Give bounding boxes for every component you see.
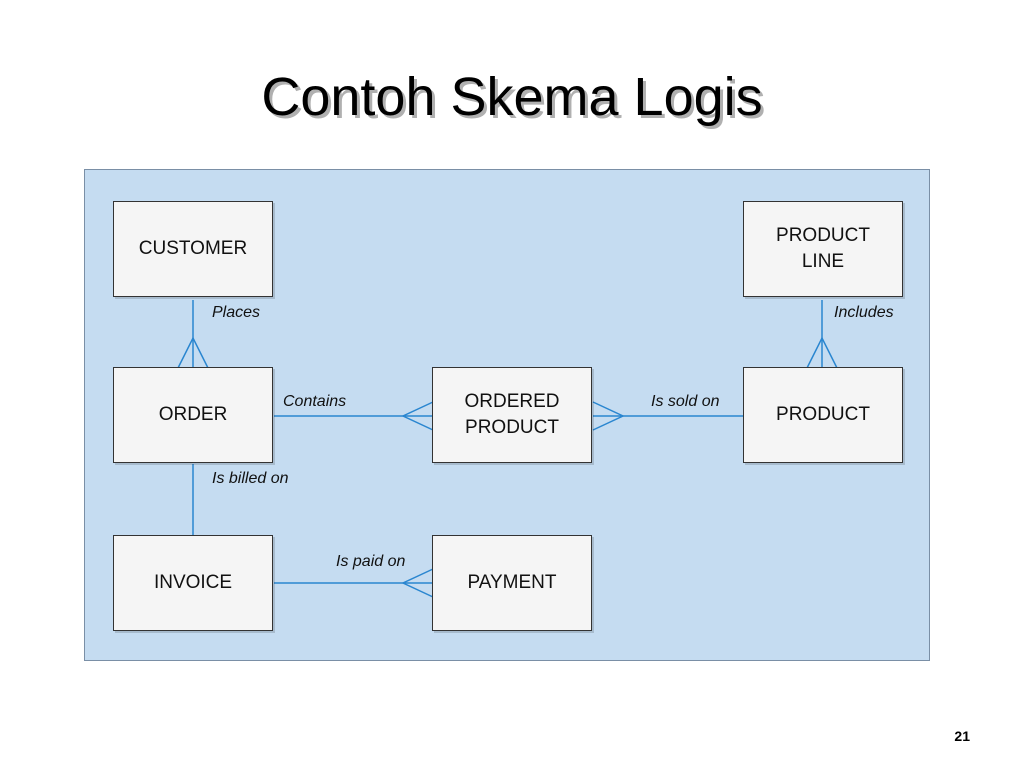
relationship-label-is-sold-on: Is sold on xyxy=(651,393,720,410)
entity-ordered-product: ORDERED PRODUCT xyxy=(432,367,592,463)
entity-payment: PAYMENT xyxy=(432,535,592,631)
relationship-label-is-paid-on: Is paid on xyxy=(336,553,406,570)
relationship-label-places: Places xyxy=(212,304,261,321)
entity-customer: CUSTOMER xyxy=(113,201,273,297)
relationship-label-includes: Includes xyxy=(834,304,894,321)
slide-title: Contoh Skema Logis xyxy=(261,67,763,127)
crowfoot-payment-many xyxy=(401,568,434,598)
crowfoot-product-many xyxy=(806,336,838,369)
relationship-label-is-billed-on: Is billed on xyxy=(212,470,289,487)
connector-lines xyxy=(177,300,838,598)
crowfoot-orderedproduct-right xyxy=(592,401,625,431)
crowfoot-order-many xyxy=(177,336,209,369)
entity-order: ORDER xyxy=(113,367,273,463)
page-number: 21 xyxy=(954,728,970,744)
erd-diagram-panel: CUSTOMER PRODUCT LINE ORDER ORDERED PROD… xyxy=(84,169,930,661)
entity-product: PRODUCT xyxy=(743,367,903,463)
relationship-label-contains: Contains xyxy=(283,393,347,410)
entity-product-line: PRODUCT LINE xyxy=(743,201,903,297)
entity-invoice: INVOICE xyxy=(113,535,273,631)
crowfoot-orderedproduct-left xyxy=(401,401,434,431)
